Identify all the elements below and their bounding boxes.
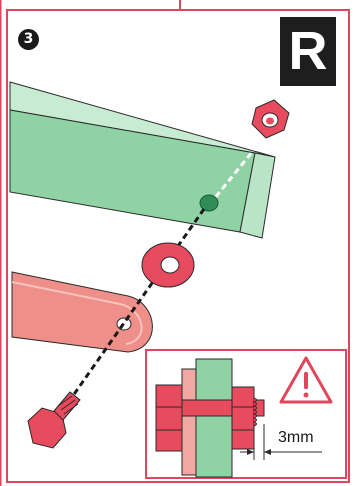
detail-inset [145, 349, 347, 479]
green-rail-part [9, 81, 276, 239]
gap-measurement-label: 3mm [278, 429, 314, 446]
step-number-badge: 3 [18, 29, 39, 50]
panel-frame [6, 9, 350, 483]
side-indicator-badge: R [280, 17, 336, 86]
assembly-axis-line [68, 129, 272, 401]
washer [141, 242, 195, 288]
red-link-part [11, 271, 153, 353]
warning-icon [279, 356, 333, 404]
hex-nut [251, 99, 290, 139]
hex-bolt [27, 391, 81, 449]
